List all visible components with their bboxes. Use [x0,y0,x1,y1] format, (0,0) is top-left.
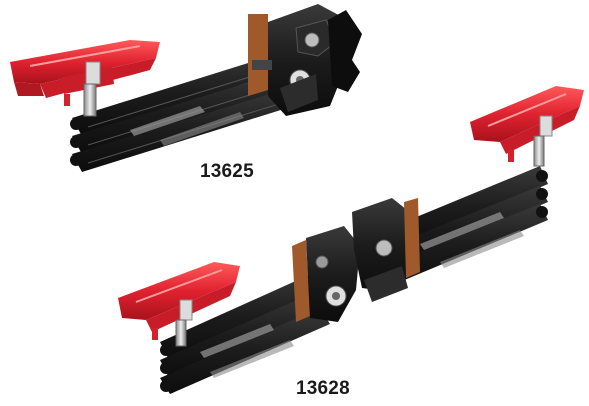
arm-bars [70,50,300,172]
center-pivot-bracket [292,198,420,322]
left-arm-bars [160,270,330,394]
right-arm-bars [380,166,548,286]
collector-assembly-13625 [10,4,362,172]
trolley-shoe [10,40,160,117]
part-number-label-13628: 13628 [296,378,350,399]
right-trolley-shoe [470,86,584,167]
part-number-label-13625: 13625 [200,161,254,182]
collector-assembly-13628 [118,86,584,394]
pivot-bracket [248,4,362,116]
left-trolley-shoe [118,262,240,347]
